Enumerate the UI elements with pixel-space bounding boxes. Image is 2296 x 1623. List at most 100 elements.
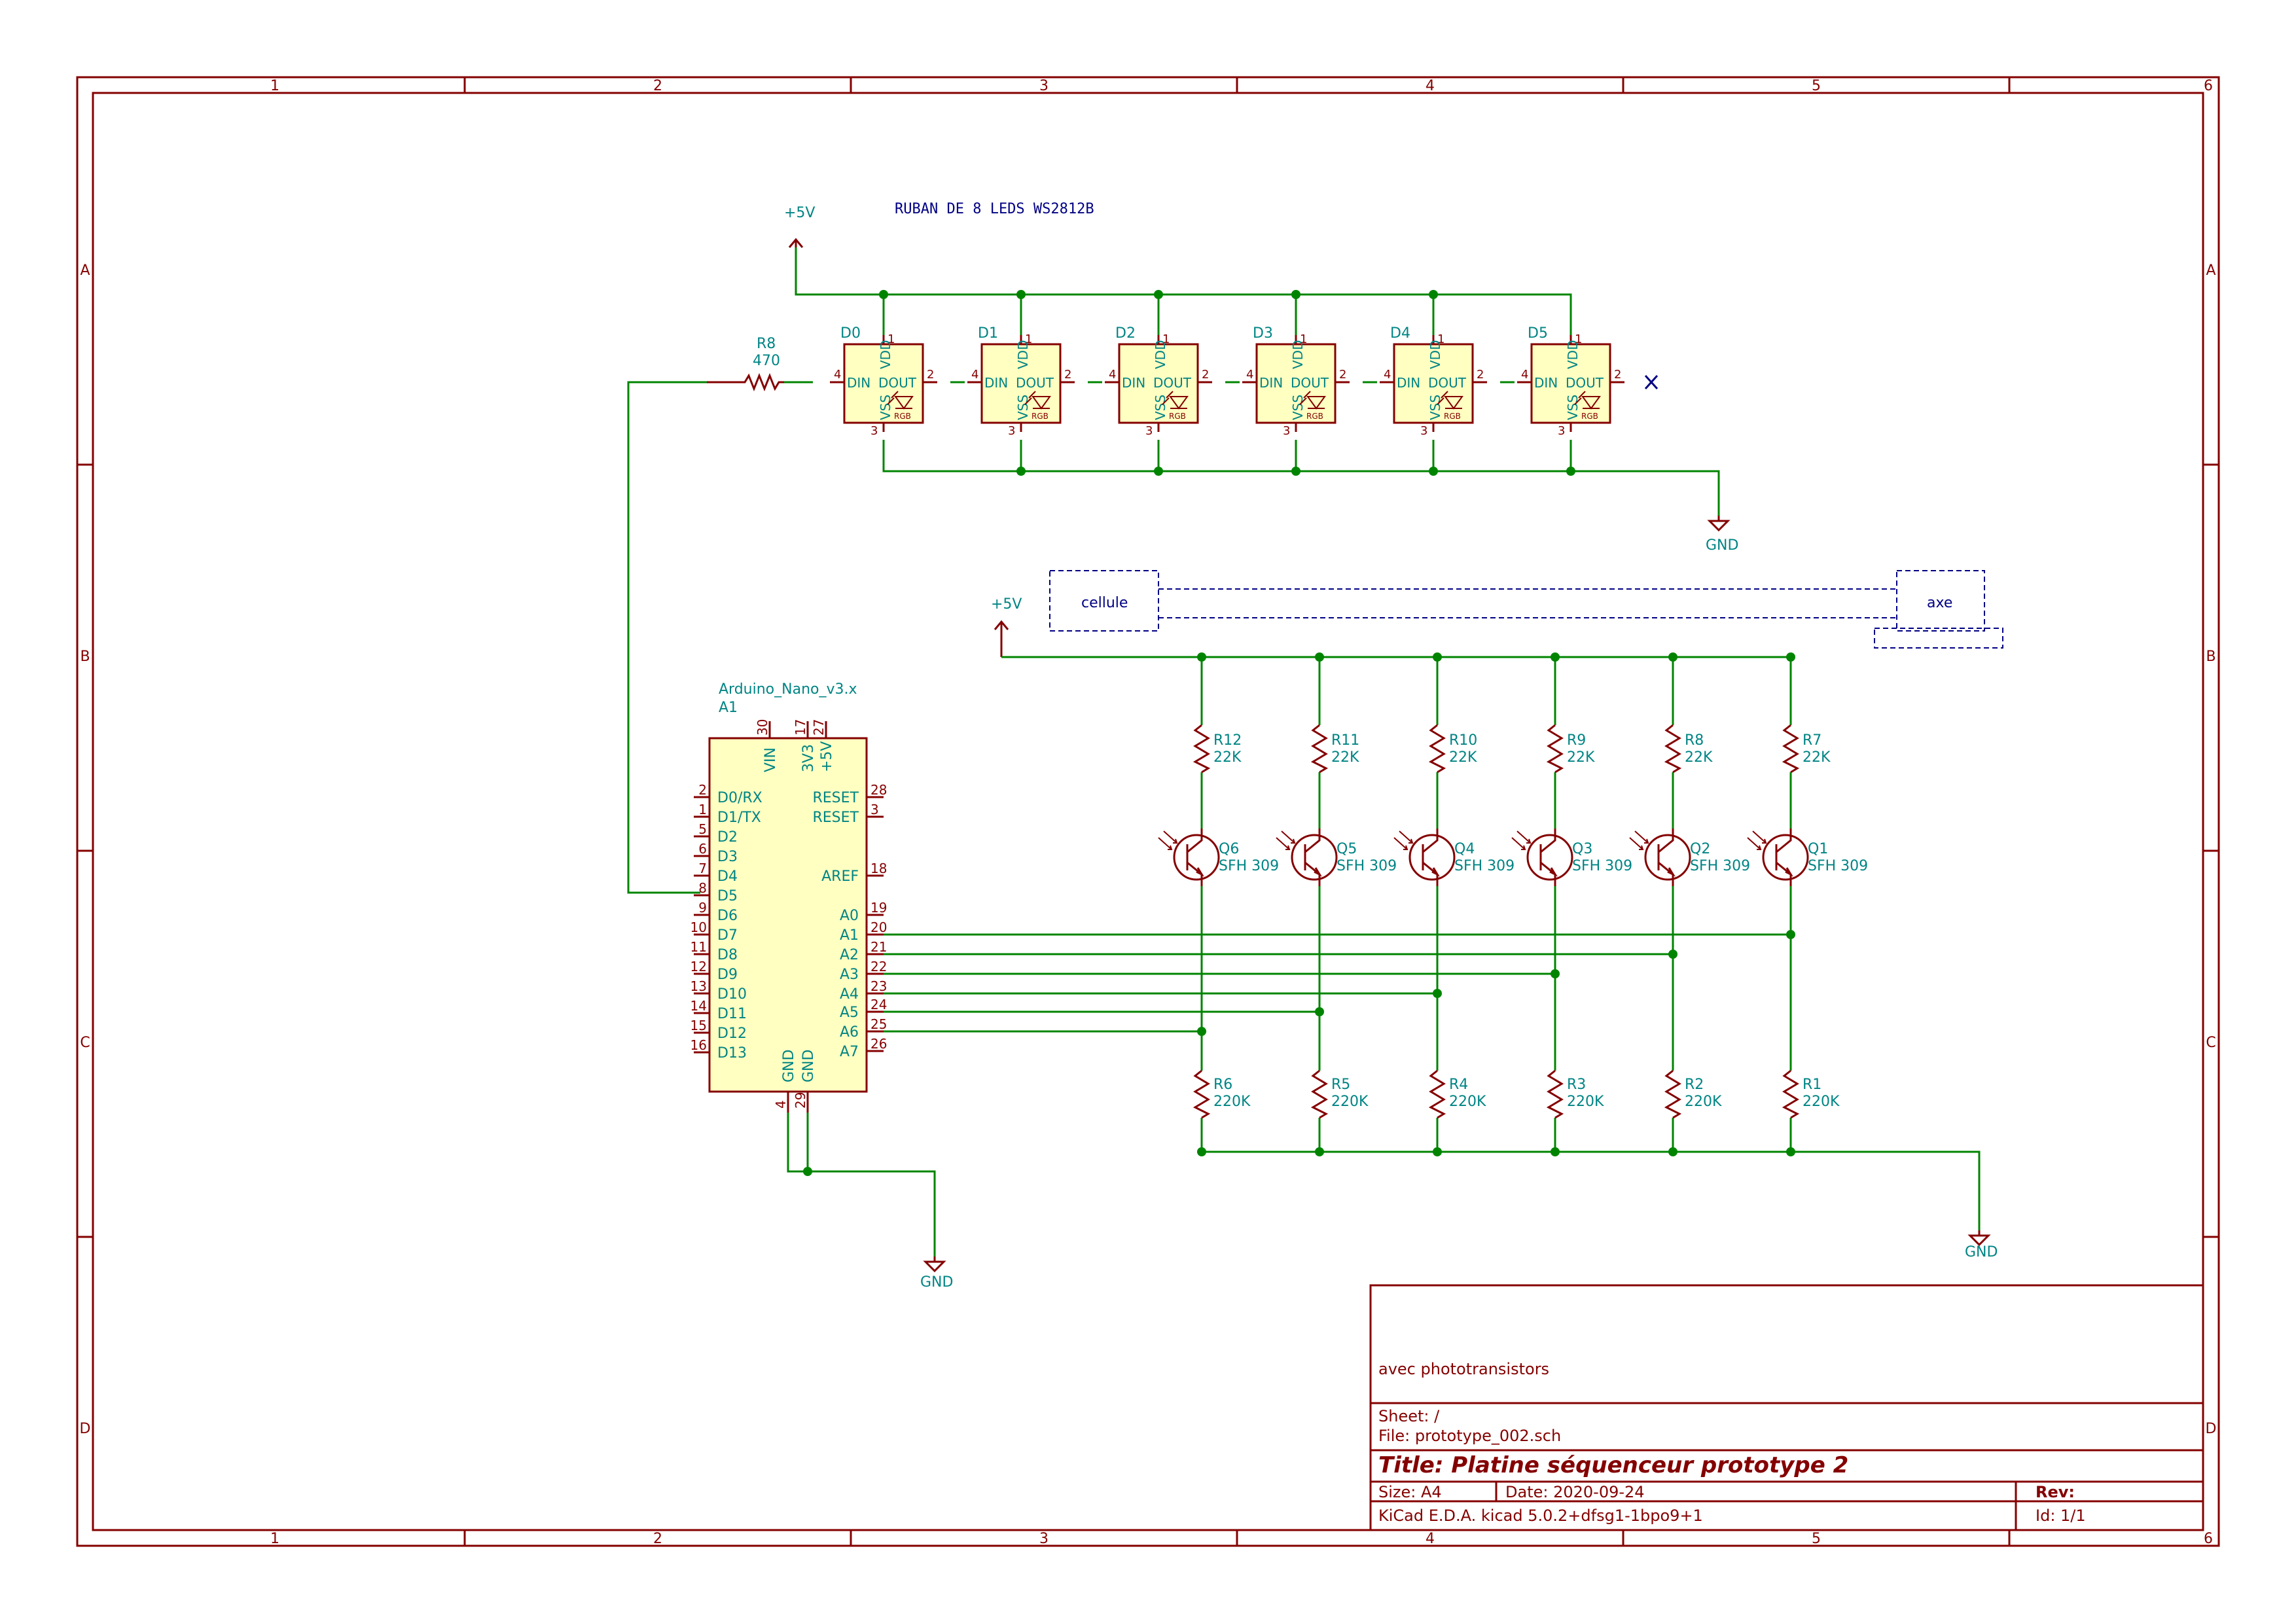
cellule-note: cellule xyxy=(1081,595,1128,611)
pin-number: 11 xyxy=(691,939,707,955)
annotation-boxes xyxy=(1049,570,2003,649)
led-pin-num: 1 xyxy=(1575,332,1582,346)
led-pin-num: 2 xyxy=(1614,368,1621,382)
pin-name: A0 xyxy=(840,908,859,924)
resistor-bottom xyxy=(1664,1069,1682,1119)
tb-file: File: prototype_002.sch xyxy=(1378,1427,1561,1445)
power-symbol-vcc-top: +5V xyxy=(784,205,815,255)
light-rays-icon xyxy=(1276,830,1296,850)
led-pin-num: 1 xyxy=(1162,332,1170,346)
pin-name: AREF xyxy=(821,868,859,885)
col-label-top: 2 xyxy=(653,78,662,94)
transistor-symbol xyxy=(1422,829,1440,886)
junction-dot xyxy=(1786,652,1795,662)
row-label-right: C xyxy=(2206,1035,2215,1051)
sensor-junctions xyxy=(1197,930,1795,1036)
resistor-r8: R8 470 xyxy=(707,336,784,392)
led-rgb-label: RGB xyxy=(1444,412,1461,421)
resistor-bottom xyxy=(1782,1069,1800,1119)
tb-sheet: Sheet: / xyxy=(1378,1407,1440,1425)
rbot-value: 220K xyxy=(1685,1094,1722,1110)
row-label-right: B xyxy=(2206,649,2215,665)
led-ref: D1 xyxy=(978,325,998,342)
tb-size: Size: A4 xyxy=(1378,1483,1442,1501)
rtop-value: 22K xyxy=(1803,749,1831,766)
pin-name: D3 xyxy=(717,849,738,865)
led-din-label: DIN xyxy=(1534,375,1558,391)
led-dout-label: DOUT xyxy=(1566,375,1604,391)
led-rgb-label: RGB xyxy=(1306,412,1323,421)
rtop-ref: R7 xyxy=(1803,732,1821,749)
led-rgb-label: RGB xyxy=(1581,412,1598,421)
col-label-bottom: 3 xyxy=(1039,1531,1049,1547)
pin-name: RESET xyxy=(813,810,859,826)
led-pins xyxy=(1380,335,1487,432)
tb-rev: Rev: xyxy=(2036,1483,2075,1501)
pin-number: 2 xyxy=(698,782,707,798)
led-vss-label: VSS xyxy=(1153,395,1168,420)
gnd-label: GND xyxy=(920,1274,953,1291)
light-rays-icon xyxy=(1393,830,1414,850)
led-body xyxy=(843,343,924,424)
title-block-text: avec phototransistors Sheet: / File: pro… xyxy=(1378,1360,2086,1525)
tb-id: Id: 1/1 xyxy=(2036,1507,2086,1525)
pin-name: GND xyxy=(800,1050,817,1082)
q-value: SFH 309 xyxy=(1336,858,1397,874)
led-pin-num: 3 xyxy=(870,424,878,438)
q-value: SFH 309 xyxy=(1808,858,1868,874)
led-pin-num: 3 xyxy=(1008,424,1015,438)
rbot-value: 220K xyxy=(1213,1094,1251,1110)
gnd-label: GND xyxy=(1706,537,1738,554)
pin-number: 3 xyxy=(870,802,879,817)
r8-value: 470 xyxy=(753,353,780,369)
pin-number: 29 xyxy=(793,1092,808,1109)
rtop-ref: R10 xyxy=(1449,732,1477,749)
rtop-value: 22K xyxy=(1213,749,1242,766)
arduino-ref: A1 xyxy=(719,700,738,716)
led-din-label: DIN xyxy=(1259,375,1283,391)
led-pin-num: 3 xyxy=(1145,424,1153,438)
resistor-top xyxy=(1310,724,1329,774)
pin-number: 18 xyxy=(870,861,887,876)
junction-dot xyxy=(1668,652,1677,662)
led-vdd-label: VDD xyxy=(1153,340,1168,369)
led-pin-num: 3 xyxy=(1420,424,1427,438)
led-pins xyxy=(830,335,937,432)
pin-number: 27 xyxy=(811,719,827,736)
led-ref: D0 xyxy=(840,325,861,342)
resistor-bottom xyxy=(1546,1069,1564,1119)
rbot-ref: R6 xyxy=(1213,1077,1232,1093)
led-pin-num: 4 xyxy=(1246,368,1253,382)
junction-dot xyxy=(1315,1147,1324,1156)
pin-name: A2 xyxy=(840,947,859,963)
led-vdd-label: VDD xyxy=(1427,340,1443,369)
led-pins xyxy=(1242,335,1350,432)
pin-name: A1 xyxy=(840,927,859,944)
transistor-body xyxy=(1526,834,1573,881)
transistor-symbol xyxy=(1657,829,1676,886)
pin-number: 1 xyxy=(698,802,707,817)
resistor-top xyxy=(1782,724,1800,774)
led-vss-label: VSS xyxy=(878,395,893,420)
q-value: SFH 309 xyxy=(1454,858,1515,874)
rtop-value: 22K xyxy=(1567,749,1595,766)
led-pin-num: 2 xyxy=(1477,368,1484,382)
gnd-symbol-sensors: GND xyxy=(1965,1230,1998,1260)
row-label-right: D xyxy=(2206,1421,2217,1437)
rbot-value: 220K xyxy=(1331,1094,1369,1110)
led-diode-icon xyxy=(1024,391,1051,410)
transistor-symbol xyxy=(1539,829,1558,886)
led-diode-icon xyxy=(887,391,914,410)
led-vss-label: VSS xyxy=(1290,395,1306,420)
led-diode-icon xyxy=(1162,391,1189,410)
led-body xyxy=(1530,343,1611,424)
pin-number: 13 xyxy=(691,978,707,994)
frame-column-ticks xyxy=(77,77,2219,1546)
pin-number: 10 xyxy=(691,919,707,935)
